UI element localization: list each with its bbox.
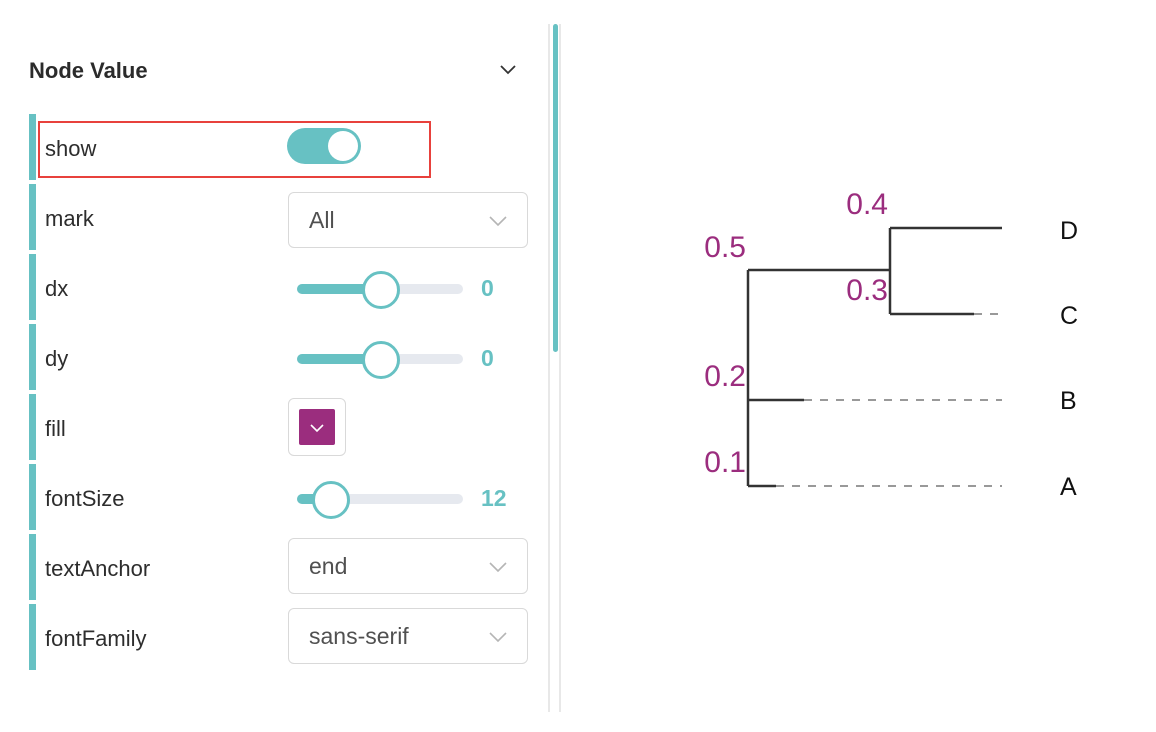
row-mark: mark All — [29, 184, 539, 250]
leaf-label: C — [1060, 302, 1078, 330]
leaf-labels: D C B A — [1060, 217, 1078, 501]
panel-divider — [548, 24, 550, 712]
dx-value: 0 — [481, 275, 494, 301]
mark-select-value: All — [309, 207, 335, 233]
node-value: 0.4 — [846, 188, 888, 221]
mark-label: mark — [45, 206, 94, 231]
node-value: 0.3 — [846, 274, 888, 307]
fill-color-picker[interactable] — [288, 398, 346, 456]
dx-slider[interactable] — [297, 271, 463, 309]
panel-header[interactable]: Node Value — [29, 50, 521, 90]
row-dy: dy 0 — [29, 324, 539, 390]
tree-branch — [746, 226, 1002, 488]
node-value: 0.2 — [704, 360, 746, 393]
row-show: show — [29, 114, 539, 180]
row-fill: fill — [29, 394, 539, 460]
dy-label: dy — [45, 346, 69, 371]
chevron-down-icon — [487, 556, 509, 578]
textanchor-select-value: end — [309, 553, 348, 579]
dy-slider[interactable] — [297, 341, 463, 379]
node-value: 0.5 — [704, 231, 746, 264]
row-indicator — [29, 534, 36, 600]
fontfamily-select-value: sans-serif — [309, 623, 409, 649]
leaf-label: D — [1060, 217, 1078, 245]
row-indicator — [29, 254, 36, 320]
row-indicator — [29, 184, 36, 250]
settings-panel: Node Value show mark All dx 0 — [0, 0, 548, 732]
row-textanchor: textAnchor end — [29, 534, 539, 600]
row-indicator — [29, 114, 36, 180]
slider-fill — [297, 354, 380, 364]
slider-thumb[interactable] — [362, 271, 400, 309]
textanchor-label: textAnchor — [45, 556, 151, 581]
chevron-down-icon[interactable] — [495, 56, 521, 82]
fill-label: fill — [45, 416, 66, 441]
node-values: 0.4 0.5 0.3 0.2 0.1 — [704, 188, 888, 479]
panel-divider — [559, 24, 561, 712]
fontsize-slider[interactable] — [297, 481, 463, 519]
fontsize-label: fontSize — [45, 486, 125, 511]
slider-fill — [297, 284, 380, 294]
dy-value: 0 — [481, 345, 494, 371]
panel-title: Node Value — [29, 58, 148, 83]
slider-thumb[interactable] — [312, 481, 351, 519]
toggle-knob — [328, 131, 358, 161]
row-dx: dx 0 — [29, 254, 539, 320]
chevron-down-icon — [487, 210, 509, 232]
row-indicator — [29, 604, 36, 670]
fontfamily-select[interactable]: sans-serif — [288, 608, 528, 664]
textanchor-select[interactable]: end — [288, 538, 528, 594]
mark-select[interactable]: All — [288, 192, 528, 248]
slider-track — [297, 494, 463, 504]
tree-canvas: 0.4 0.5 0.3 0.2 0.1 D C B A — [600, 150, 1156, 570]
tree-branches — [746, 226, 1002, 488]
row-fontfamily: fontFamily sans-serif — [29, 604, 539, 670]
show-label: show — [45, 136, 97, 161]
row-indicator — [29, 464, 36, 530]
chevron-down-icon — [487, 626, 509, 648]
tree-branch-extension — [776, 313, 1002, 487]
phylogenetic-tree: 0.4 0.5 0.3 0.2 0.1 D C B A — [704, 188, 1078, 501]
dx-label: dx — [45, 276, 69, 301]
row-indicator — [29, 394, 36, 460]
row-indicator — [29, 324, 36, 390]
color-swatch — [299, 409, 335, 445]
leaf-label: A — [1060, 473, 1077, 501]
show-toggle[interactable] — [287, 128, 361, 164]
fontfamily-label: fontFamily — [45, 626, 147, 651]
leaf-label: B — [1060, 387, 1077, 415]
node-value: 0.1 — [704, 446, 746, 479]
chevron-down-icon — [310, 424, 324, 433]
row-fontsize: fontSize 12 — [29, 464, 539, 530]
slider-thumb[interactable] — [362, 341, 400, 379]
scrollbar-thumb[interactable] — [553, 24, 558, 352]
fontsize-value: 12 — [481, 485, 507, 511]
